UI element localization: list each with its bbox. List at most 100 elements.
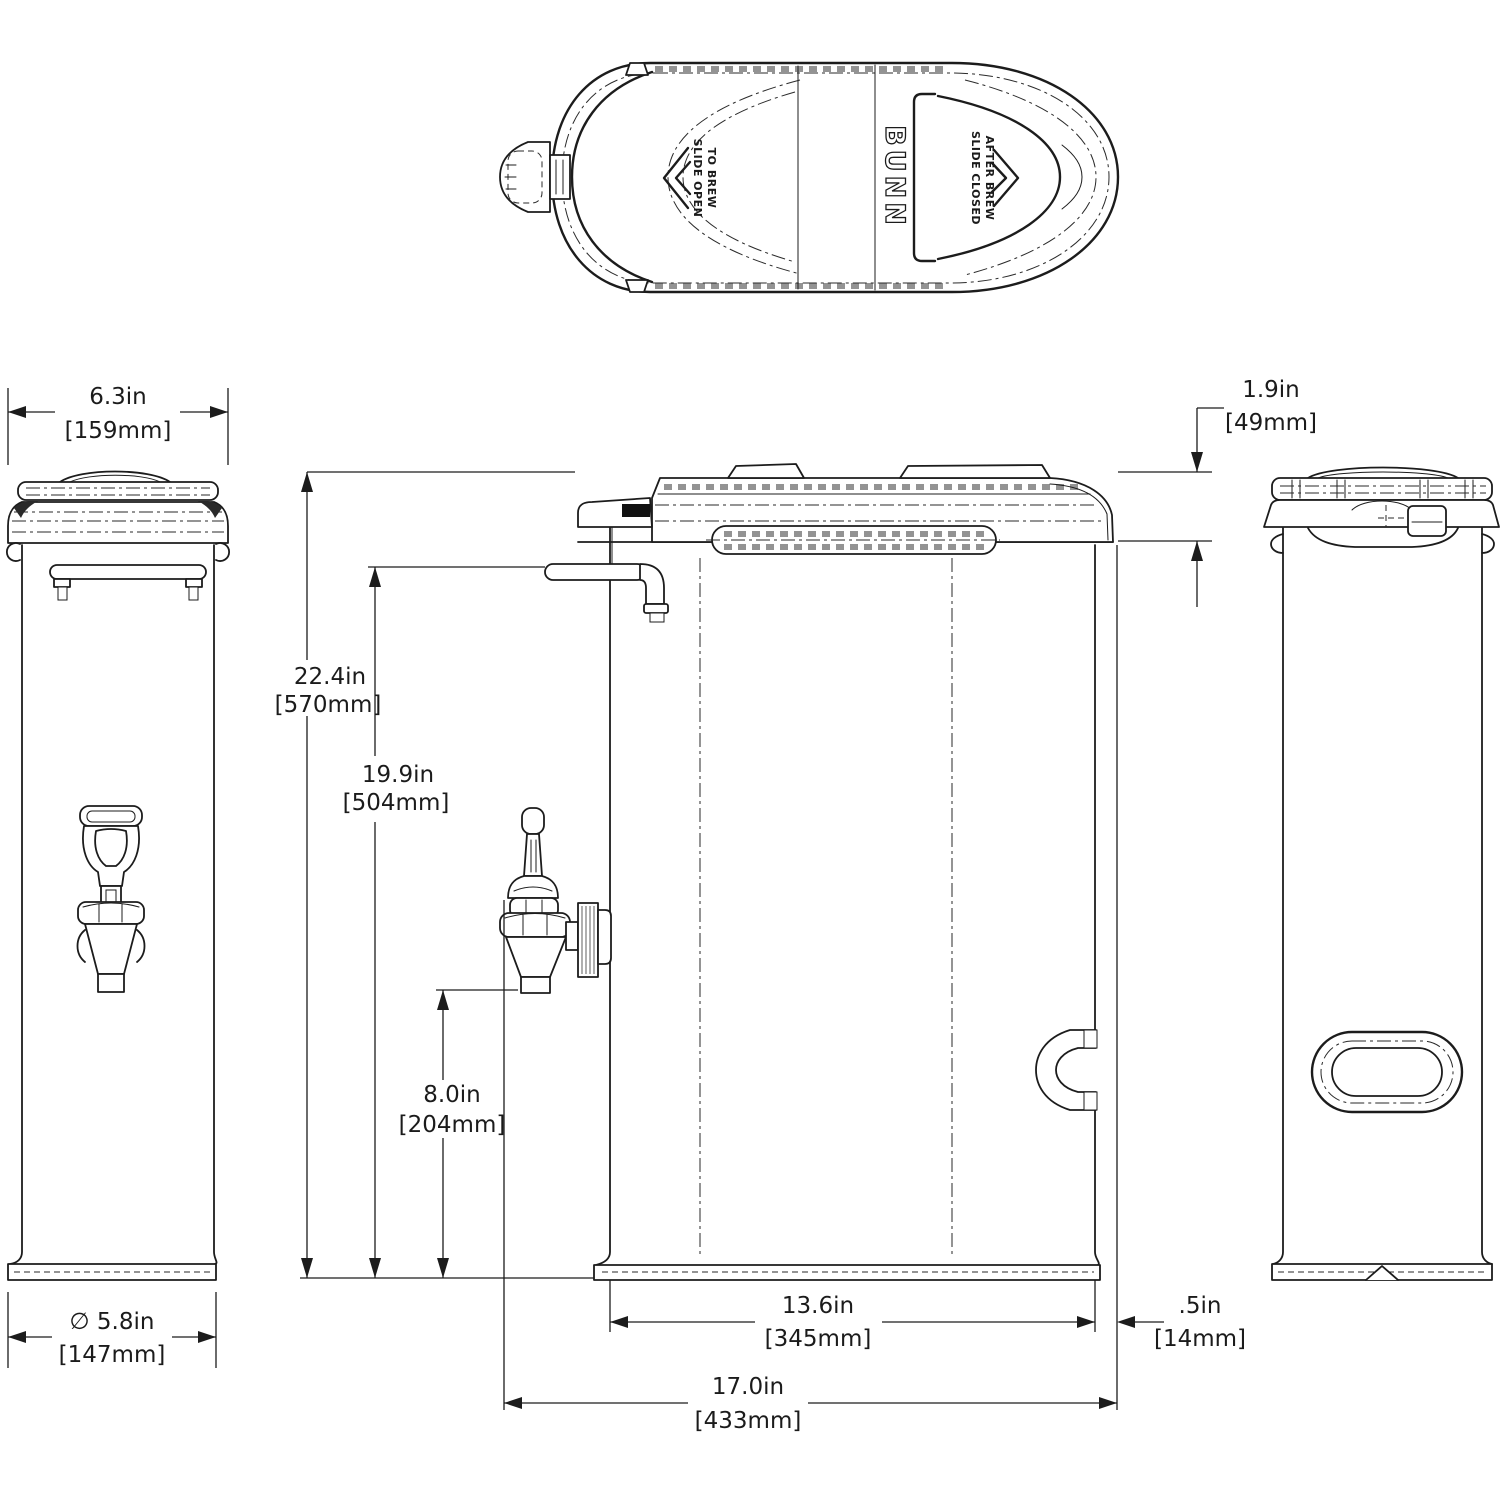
latch-centerlines [1378, 505, 1408, 527]
dim-faucet-height-in: 8.0in [423, 1082, 481, 1108]
front-view [499, 463, 1114, 1281]
dimension-annotations: 22.4in [570mm] 19.9in [504mm] 8.0in [204… [275, 377, 1317, 1434]
lid-band [17, 481, 219, 501]
body-left-edge [595, 526, 611, 1266]
body-left-edge [1272, 527, 1284, 1265]
dim-spout-height-in: 19.9in [362, 762, 434, 788]
base-ring [7, 1263, 217, 1281]
coupling-nut [577, 902, 599, 978]
oval-handle-mid [1320, 1040, 1454, 1104]
dim-overall-height-mm: [570mm] [275, 692, 382, 718]
slide-open-label: SLIDE OPEN TO BREW [662, 139, 718, 218]
left-cap-arc [570, 70, 654, 284]
skirt-center-bump [1351, 500, 1413, 511]
dim-lid-width-mm: [159mm] [65, 418, 172, 444]
dim-spout-height: 19.9in [504mm] [343, 566, 545, 1278]
lid-bump-right [899, 464, 1051, 479]
dim-base-diameter: ∅ 5.8in [147mm] [7, 1292, 217, 1368]
handle-mount-left [53, 578, 71, 588]
spout-wing-left [76, 929, 86, 963]
faucet-spout-body [84, 923, 138, 975]
body-seam-lines [699, 558, 953, 1255]
handle-foot-left [57, 586, 68, 601]
lid-dome [59, 470, 171, 483]
oval-handle-inner [1331, 1047, 1443, 1097]
bonnet-nut-facets [504, 913, 566, 936]
handle-mount-right [185, 578, 203, 588]
shank [565, 921, 579, 951]
dim-lid-height: 1.9in [49mm] [1118, 377, 1317, 607]
spout-tip [520, 976, 551, 994]
handle-tab-bottom [1083, 1091, 1098, 1111]
brand-logo: BUNN [879, 125, 910, 229]
dim-overall-width: 17.0in [433mm] [503, 900, 1117, 1434]
spigot-tube [544, 563, 669, 623]
skirt-corner-shade-right [198, 501, 222, 518]
oval-handle [1310, 1030, 1464, 1114]
dim-body-width: 13.6in [345mm] [609, 1280, 1096, 1352]
handle-tab-top [1083, 1029, 1098, 1049]
chevron-left-icon [662, 146, 690, 210]
chevron-right-inner-icon [990, 161, 1008, 194]
cover-offset-arc [964, 79, 1097, 276]
cover-nose-detail [1061, 144, 1083, 210]
dim-overall-width-in: 17.0in [712, 1374, 784, 1400]
dim-lid-height-mm: [49mm] [1225, 410, 1317, 436]
dim-faucet-height: 8.0in [204mm] [399, 989, 518, 1278]
gasket-band [706, 525, 1000, 555]
lid-skirt [7, 501, 229, 544]
slide-cover-arc [936, 94, 1062, 261]
lid-dash-lines [655, 504, 1102, 522]
handle-foot-right [188, 586, 199, 601]
lid-corner-inner [1049, 483, 1109, 541]
tube-nozzle-tip [649, 612, 665, 623]
dim-lid-overhang-mm: [14mm] [1154, 1326, 1246, 1352]
right-side-view [1263, 466, 1500, 1281]
base-notch [1365, 1265, 1399, 1281]
lid-band-hatch [1280, 485, 1486, 494]
lid-label [622, 504, 650, 517]
body-left-edge [9, 544, 23, 1265]
chevron-left-inner-icon [674, 160, 692, 196]
upper-collar-facets [525, 899, 543, 915]
dim-spout-height-mm: [504mm] [343, 790, 450, 816]
brew-dome-arc-inner [682, 91, 796, 263]
lid-dome-inner [69, 474, 161, 483]
gasket-hatch [724, 531, 986, 550]
bonnet-nut-facets [82, 902, 140, 923]
slide-open-text-1: SLIDE OPEN [691, 139, 704, 218]
tube-nozzle [643, 603, 669, 614]
dim-base-diameter-mm: [147mm] [59, 1342, 166, 1368]
shoulder-curve [1307, 527, 1459, 548]
dim-overall-height: 22.4in [570mm] [275, 471, 1212, 1279]
lever-stem-lines [530, 839, 537, 873]
body-right-edge [1481, 527, 1493, 1265]
slide-open-text-2: TO BREW [705, 148, 718, 209]
slide-closed-label: SLIDE CLOSED AFTER BREW [969, 131, 1020, 225]
coupling-flange [597, 909, 612, 965]
slide-closed-text-2: AFTER BREW [983, 136, 996, 221]
faucet-stem [549, 154, 571, 200]
lid-ear-right [215, 542, 230, 562]
faucet-knob-ticks [504, 164, 517, 190]
lever-bulb-arc [513, 886, 553, 892]
dim-faucet-height-mm: [204mm] [399, 1112, 506, 1138]
ear-right [1481, 533, 1495, 554]
faucet-stem-lines [555, 159, 564, 195]
faucet-handle-grip [79, 805, 143, 827]
dim-body-width-in: 13.6in [782, 1293, 854, 1319]
dim-lid-width-in: 6.3in [89, 384, 147, 410]
spout-wing-right [136, 929, 146, 963]
lid-clip-bottom [625, 279, 649, 293]
faucet-knob-outline [499, 141, 551, 213]
lever-stem [523, 833, 543, 877]
lever-knob [521, 807, 545, 835]
slide-cover-edge [912, 92, 937, 263]
lid-band-ticks [1291, 479, 1474, 499]
chevron-right-icon [992, 148, 1020, 208]
top-view: BUNN SLIDE OPEN TO BREW SLIDE CLOSED AFT… [499, 61, 1120, 294]
slide-closed-text-1: SLIDE CLOSED [969, 131, 982, 225]
lid-band [1271, 477, 1493, 501]
